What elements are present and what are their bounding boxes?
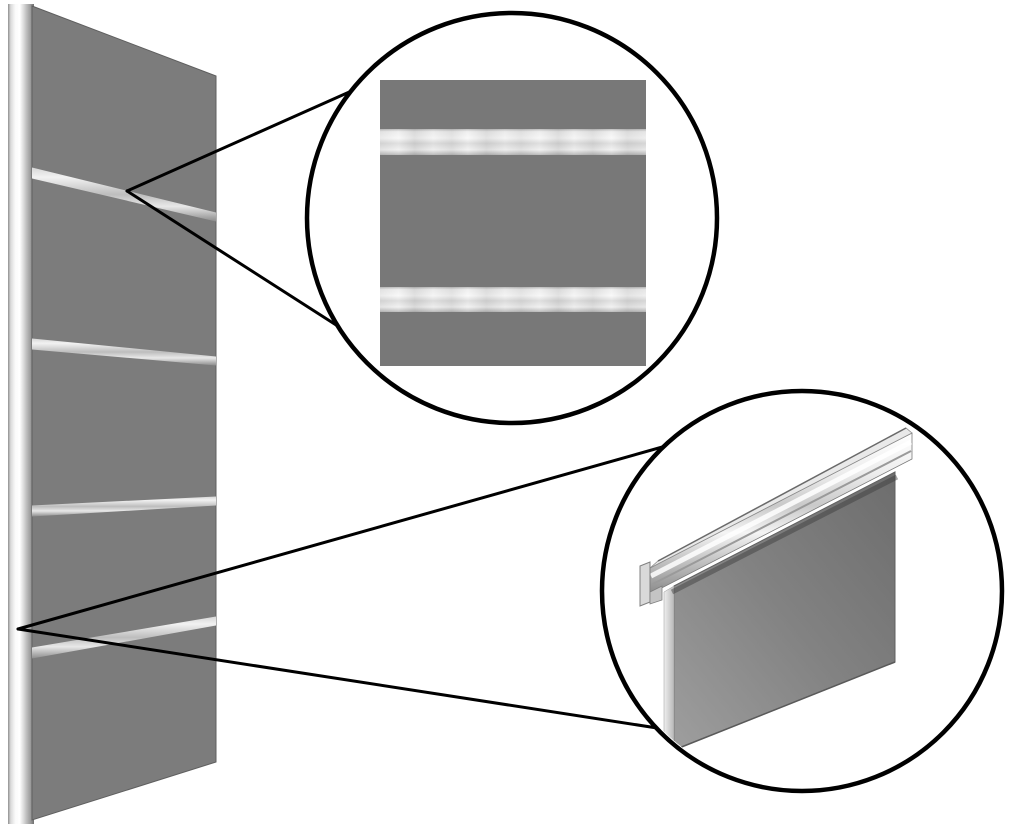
detail-panel-left-side (663, 585, 675, 751)
panel-face (31, 5, 217, 821)
callout-lines (16, 83, 682, 732)
rail-groove (650, 450, 912, 586)
zoom-stripe-2-brush-texture (380, 287, 646, 312)
callout-line-bottom-upper (16, 440, 682, 631)
zoom-stripe-1-brush-texture (380, 129, 646, 155)
panel-stripe-4 (32, 616, 216, 659)
panel-stripe-1 (32, 167, 216, 222)
detail-panel-bottom-edge (673, 661, 896, 751)
edge-profile-callout (599, 388, 1005, 794)
rail-end-cap (639, 561, 651, 607)
rail-end-tab (649, 585, 663, 605)
callout-line-bottom-lower (16, 627, 672, 732)
edge-profile-scene (639, 427, 913, 751)
panel-edge-profile-strip (8, 4, 34, 824)
panel-stripe-3 (32, 496, 216, 517)
callout-line-top-upper (125, 83, 367, 193)
panel-stripe-2 (32, 338, 216, 366)
rail-shadow (670, 474, 899, 595)
slatted-panel (8, 4, 217, 824)
callout-line-top-lower (125, 189, 374, 350)
rail-highlight (649, 439, 913, 579)
rail-top-edge-line (657, 427, 907, 562)
zoom-panel-face (380, 80, 646, 366)
stripe-detail-callout (304, 10, 720, 426)
